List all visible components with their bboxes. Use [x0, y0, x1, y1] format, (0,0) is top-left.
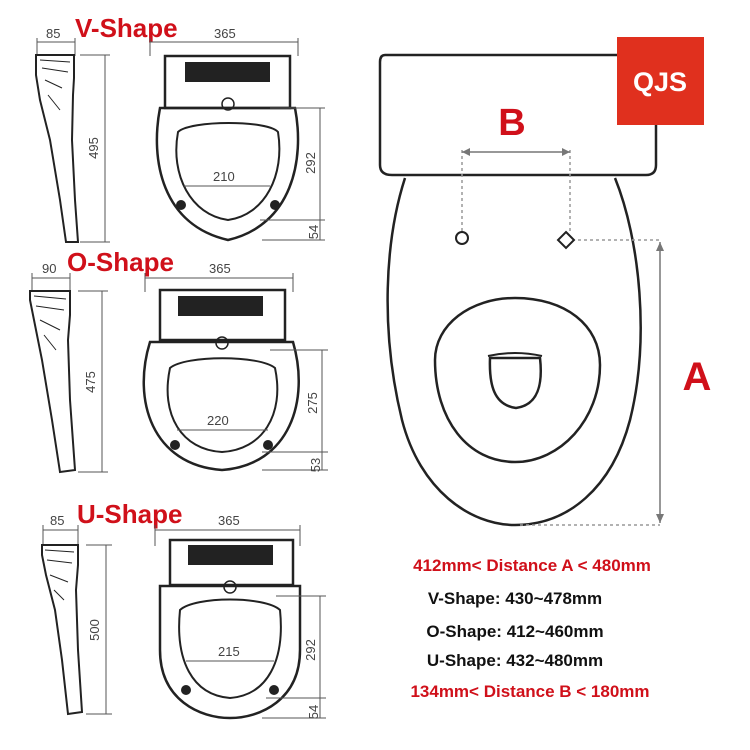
spec-u-shape: U-Shape: 432~480mm [427, 651, 603, 670]
v-shape-seat-width: 365 [214, 26, 236, 41]
u-shape-panel: U-Shape 85 500 365 215 [41, 499, 326, 720]
u-shape-seat-width: 365 [218, 513, 240, 528]
v-shape-title: V-Shape [75, 13, 178, 43]
brand-logo-text: QJS [633, 67, 687, 97]
v-shape-rear-offset: 54 [306, 225, 321, 239]
u-shape-side-view: 85 500 [41, 513, 112, 716]
spec-distance-b: 134mm< Distance B < 180mm [410, 682, 649, 701]
u-shape-control-panel [188, 545, 273, 565]
u-shape-length: 500 [87, 619, 102, 641]
v-shape-side-width: 85 [46, 26, 60, 41]
u-shape-rear-offset: 54 [306, 705, 321, 719]
u-shape-inner-width: 215 [218, 644, 240, 659]
v-shape-side-view: 85 495 [35, 26, 110, 243]
v-shape-control-panel [185, 62, 270, 82]
spec-list: 412mm< Distance A < 480mm V-Shape: 430~4… [410, 556, 650, 701]
mount-hole-left [455, 231, 469, 245]
v-shape-inner-length: 292 [303, 152, 318, 174]
o-shape-side-view: 90 475 [29, 261, 108, 474]
toilet-bowl [386, 177, 642, 527]
brand-logo: QJS [617, 37, 704, 125]
drain-cap [487, 352, 543, 357]
toilet-bowl-opening [488, 356, 542, 410]
o-shape-side-width: 90 [42, 261, 56, 276]
u-shape-title: U-Shape [77, 499, 182, 529]
spec-o-shape: O-Shape: 412~460mm [426, 622, 603, 641]
toilet-diagram: B A [378, 53, 712, 527]
v-shape-panel: V-Shape 85 495 365 [35, 13, 325, 243]
distance-a-label: A [683, 355, 712, 399]
spec-v-shape: V-Shape: 430~478mm [428, 589, 602, 608]
v-shape-top-view: 365 210 292 54 [149, 26, 325, 242]
o-shape-control-panel [178, 296, 263, 316]
o-shape-title: O-Shape [67, 247, 174, 277]
o-shape-length: 475 [83, 371, 98, 393]
mount-hole-right [556, 230, 576, 250]
o-shape-inner-width: 220 [207, 413, 229, 428]
spec-distance-a: 412mm< Distance A < 480mm [413, 556, 651, 575]
o-shape-inner-length: 275 [305, 392, 320, 414]
o-shape-rear-offset: 53 [308, 458, 323, 472]
o-shape-seat-width: 365 [209, 261, 231, 276]
v-shape-length: 495 [86, 137, 101, 159]
o-shape-top-view: 365 220 275 53 [142, 261, 328, 472]
u-shape-top-view: 365 215 292 54 [154, 513, 326, 720]
v-shape-inner-width: 210 [213, 169, 235, 184]
distance-b-label: B [498, 102, 525, 144]
toilet-seat-ring [433, 296, 602, 464]
u-shape-inner-length: 292 [303, 639, 318, 661]
o-shape-panel: O-Shape 90 475 365 220 [29, 247, 328, 474]
u-shape-side-width: 85 [50, 513, 64, 528]
